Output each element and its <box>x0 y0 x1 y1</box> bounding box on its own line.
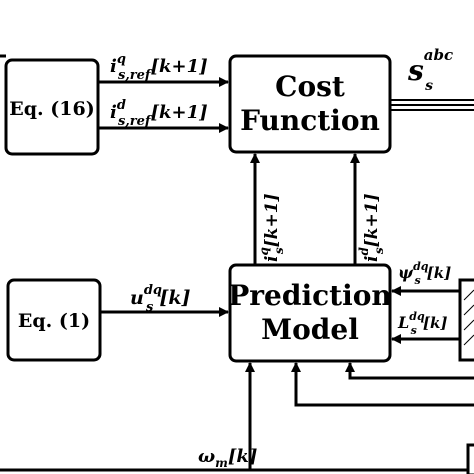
cropped-bottom-right-block <box>466 443 474 474</box>
omega-m-label: ωm[k] <box>198 446 257 470</box>
eq1-block[interactable]: Eq. (1) <box>6 278 102 362</box>
bottom-input-arrow-2 <box>345 362 474 380</box>
cost-function-block[interactable]: Cost Function <box>228 54 392 154</box>
cost-function-line1: Cost <box>275 70 345 103</box>
cost-function-line2: Function <box>240 104 380 137</box>
prediction-model-block[interactable]: Prediction Model <box>228 263 392 363</box>
switching-signal-bus <box>390 99 474 111</box>
prediction-model-line2: Model <box>261 313 359 346</box>
cropped-right-block <box>458 278 474 362</box>
eq16-label: Eq. (16) <box>9 98 94 120</box>
eq16-block[interactable]: Eq. (16) <box>4 58 100 156</box>
bottom-input-arrow-1 <box>291 362 474 407</box>
id-pred-label: ids[k+1] <box>357 193 386 262</box>
prediction-model-line1: Prediction <box>228 279 392 312</box>
iq-pred-label: iqs[k+1] <box>257 193 286 262</box>
eq1-label: Eq. (1) <box>18 310 90 332</box>
